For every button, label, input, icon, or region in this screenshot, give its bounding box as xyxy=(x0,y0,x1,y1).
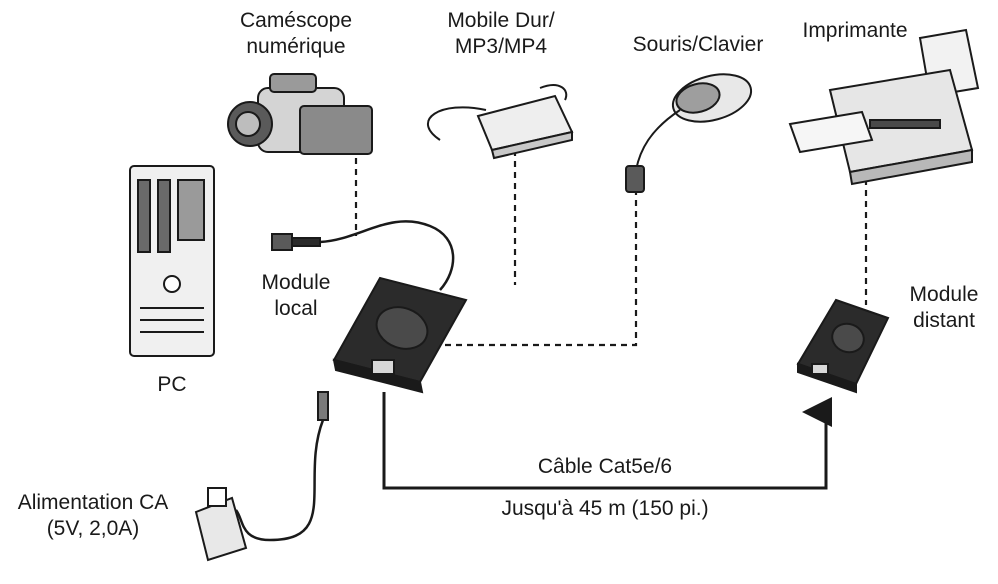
cat5-cable xyxy=(382,392,832,490)
pc-label: PC xyxy=(130,372,214,398)
camcorder-label-line1: Caméscope xyxy=(239,9,353,32)
cable-type-label: Câble Cat5e/6 xyxy=(470,454,740,480)
remote-module-label: Module distant xyxy=(896,282,992,334)
cable-type-label-text: Câble Cat5e/6 xyxy=(537,455,673,478)
mobile-drive-label: Mobile Dur/ MP3/MP4 xyxy=(436,8,566,60)
cable-length-label-text: Jusqu'à 45 m (150 pi.) xyxy=(501,497,709,520)
dashed-links xyxy=(354,150,868,347)
mouse-keyboard-label: Souris/Clavier xyxy=(618,32,778,58)
power-label: Alimentation CA (5V, 2,0A) xyxy=(0,490,186,542)
mouse-keyboard-label-text: Souris/Clavier xyxy=(632,33,764,56)
camcorder-icon xyxy=(227,73,373,155)
local-module-label: Module local xyxy=(248,270,344,322)
printer-label-text: Imprimante xyxy=(802,19,908,42)
camcorder-label-line2: numérique xyxy=(246,35,346,58)
power-label-line2: (5V, 2,0A) xyxy=(46,517,140,540)
local-module-icon xyxy=(332,276,468,394)
cable-length-label: Jusqu'à 45 m (150 pi.) xyxy=(440,496,770,522)
printer-label: Imprimante xyxy=(790,18,920,44)
pc-label-text: PC xyxy=(157,373,187,396)
remote-module-label-line2: distant xyxy=(913,309,975,332)
power-label-line1: Alimentation CA xyxy=(17,491,169,514)
mouse-link xyxy=(445,190,638,347)
printer-icon xyxy=(788,28,980,186)
remote-module-icon xyxy=(796,298,890,394)
usb-plug-icon xyxy=(271,220,455,291)
mobile-drive-label-line2: MP3/MP4 xyxy=(454,35,548,58)
mobile-drive-label-line1: Mobile Dur/ xyxy=(447,9,555,32)
mouse-icon xyxy=(625,73,753,193)
pc-icon xyxy=(129,165,215,357)
remote-module-label-line1: Module xyxy=(909,283,979,306)
local-module-label-line1: Module xyxy=(261,271,331,294)
local-module-label-line2: local xyxy=(274,297,318,320)
power-adapter-icon xyxy=(194,391,329,562)
camcorder-label: Caméscope numérique xyxy=(226,8,366,60)
mobile-drive-icon xyxy=(426,84,574,160)
